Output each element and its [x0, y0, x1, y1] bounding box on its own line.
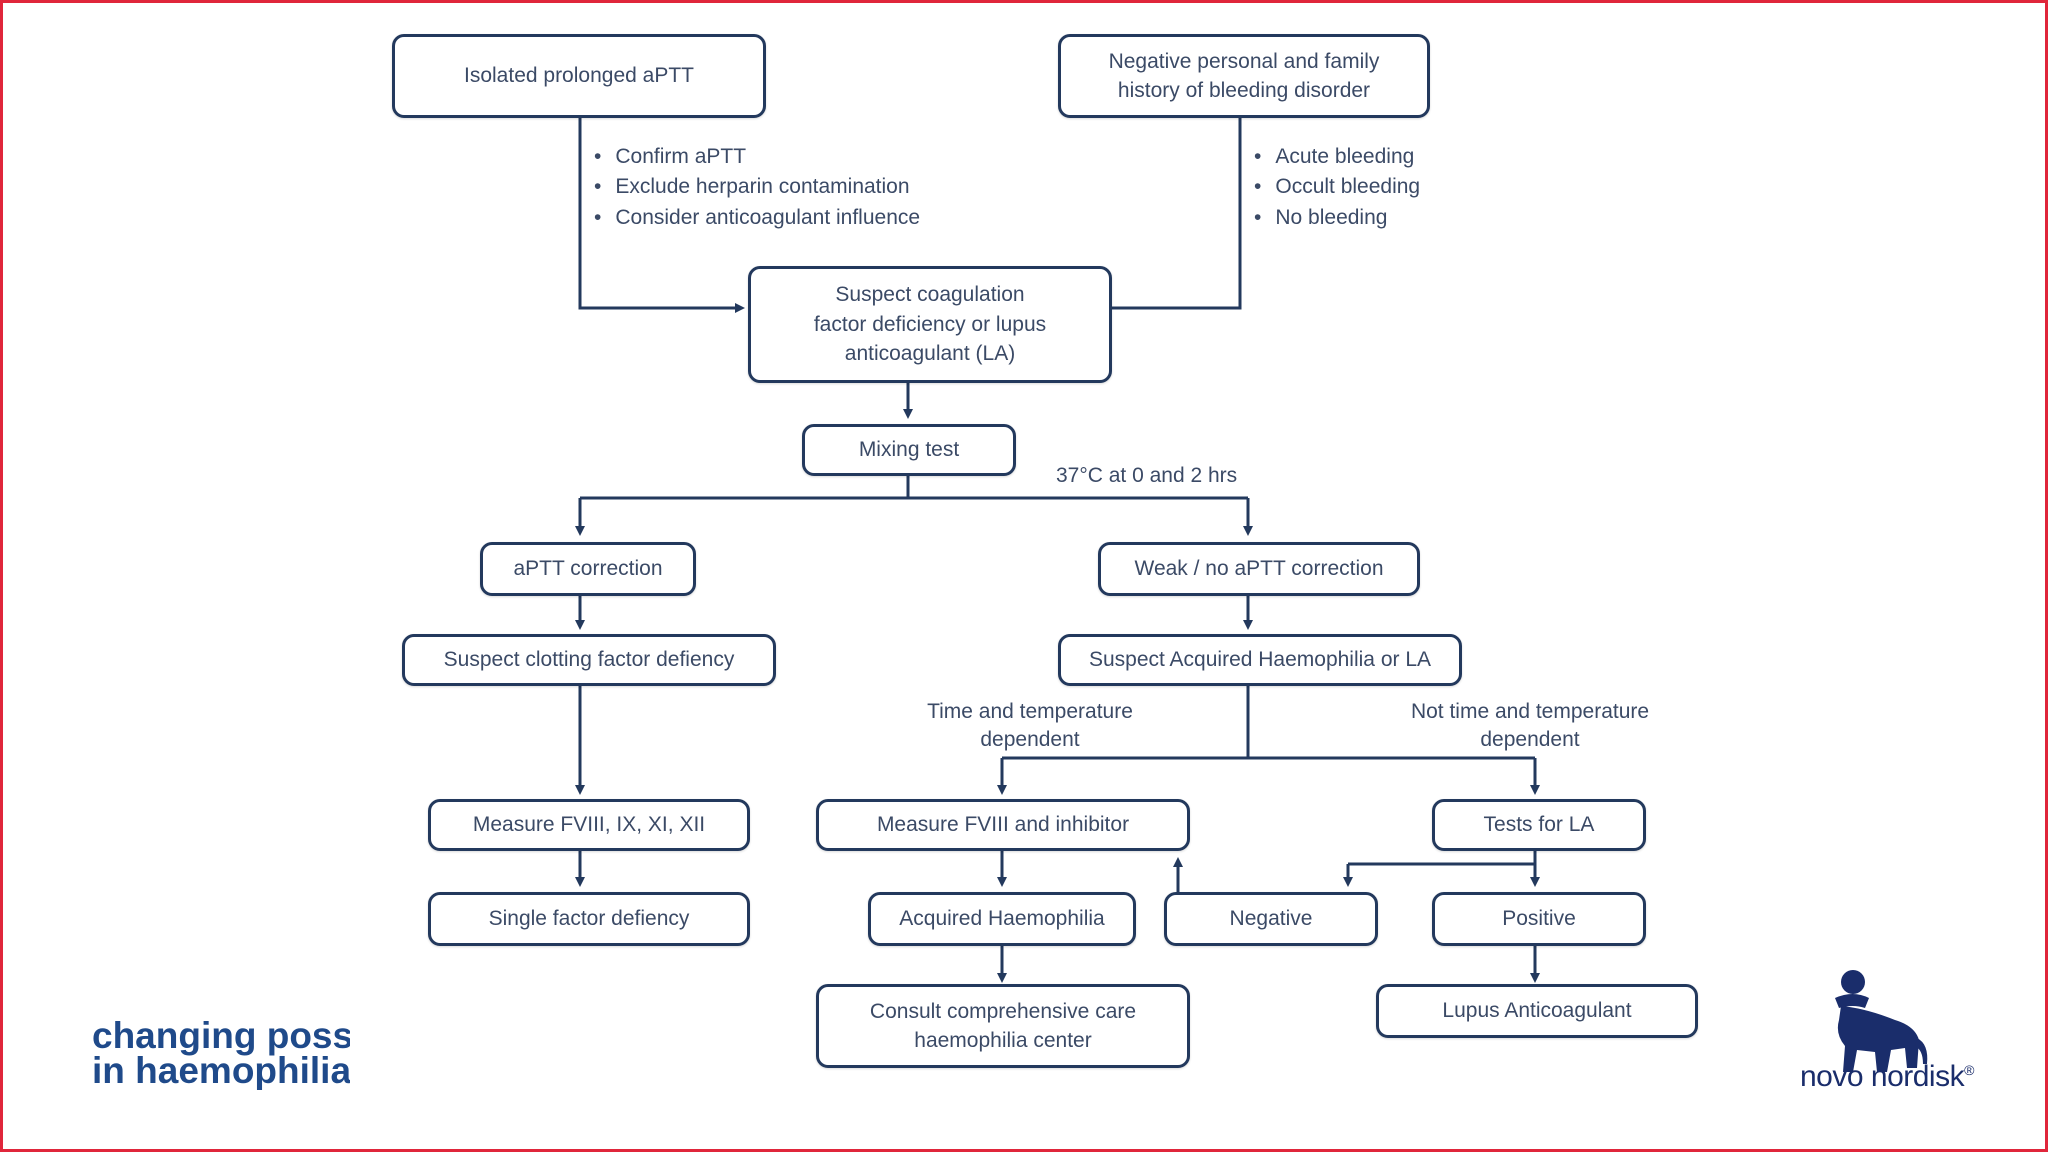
measure-factors-box: Measure FVIII, IX, XI, XII — [428, 799, 750, 851]
brand-line-1: changing possibilities — [92, 1018, 350, 1056]
bullet-item: Consider anticoagulant influence — [594, 203, 920, 233]
consult-center-box: Consult comprehensive care haemophilia c… — [816, 984, 1190, 1068]
isolated-aptt-box: Isolated prolonged aPTT — [392, 34, 766, 118]
mixing-temperature-label: 37°C at 0 and 2 hrs — [1056, 464, 1238, 487]
bullet-item: Exclude herparin contamination — [594, 172, 920, 202]
changing-possibilities-logo: changing possibilities in haemophilia — [92, 1018, 350, 1090]
suspect-coagulation-box: Suspect coagulation factor deficiency or… — [748, 266, 1112, 383]
left-bullet-list: Confirm aPTT Exclude herparin contaminat… — [594, 142, 920, 233]
bullet-item: No bleeding — [1254, 203, 1420, 233]
positive-result-box: Positive — [1432, 892, 1646, 946]
novo-nordisk-wordmark: novo nordisk® — [1800, 1060, 1974, 1094]
weak-correction-box: Weak / no aPTT correction — [1098, 542, 1420, 596]
single-factor-box: Single factor defiency — [428, 892, 750, 946]
aptt-correction-box: aPTT correction — [480, 542, 696, 596]
bullet-item: Occult bleeding — [1254, 172, 1420, 202]
mixing-test-box: Mixing test — [802, 424, 1016, 476]
novo-nordisk-text: novo nordisk — [1800, 1060, 1965, 1093]
not-time-dependent-label: Not time and temperature dependent — [1410, 700, 1650, 752]
registered-mark: ® — [1964, 1062, 1974, 1078]
time-dependent-label: Time and temperature dependent — [927, 700, 1133, 752]
bullet-item: Confirm aPTT — [594, 142, 920, 172]
negative-result-box: Negative — [1164, 892, 1378, 946]
acquired-haemophilia-box: Acquired Haemophilia — [868, 892, 1136, 946]
negative-history-box: Negative personal and family history of … — [1058, 34, 1430, 118]
lupus-anticoagulant-box: Lupus Anticoagulant — [1376, 984, 1698, 1038]
brand-line-2: in haemophilia — [92, 1050, 350, 1090]
tests-for-la-box: Tests for LA — [1432, 799, 1646, 851]
bullet-item: Acute bleeding — [1254, 142, 1420, 172]
measure-fviii-box: Measure FVIII and inhibitor — [816, 799, 1190, 851]
suspect-clotting-box: Suspect clotting factor defiency — [402, 634, 776, 686]
right-bullet-list: Acute bleeding Occult bleeding No bleedi… — [1254, 142, 1420, 233]
suspect-acquired-box: Suspect Acquired Haemophilia or LA — [1058, 634, 1462, 686]
apis-bull-icon — [1835, 970, 1928, 1072]
